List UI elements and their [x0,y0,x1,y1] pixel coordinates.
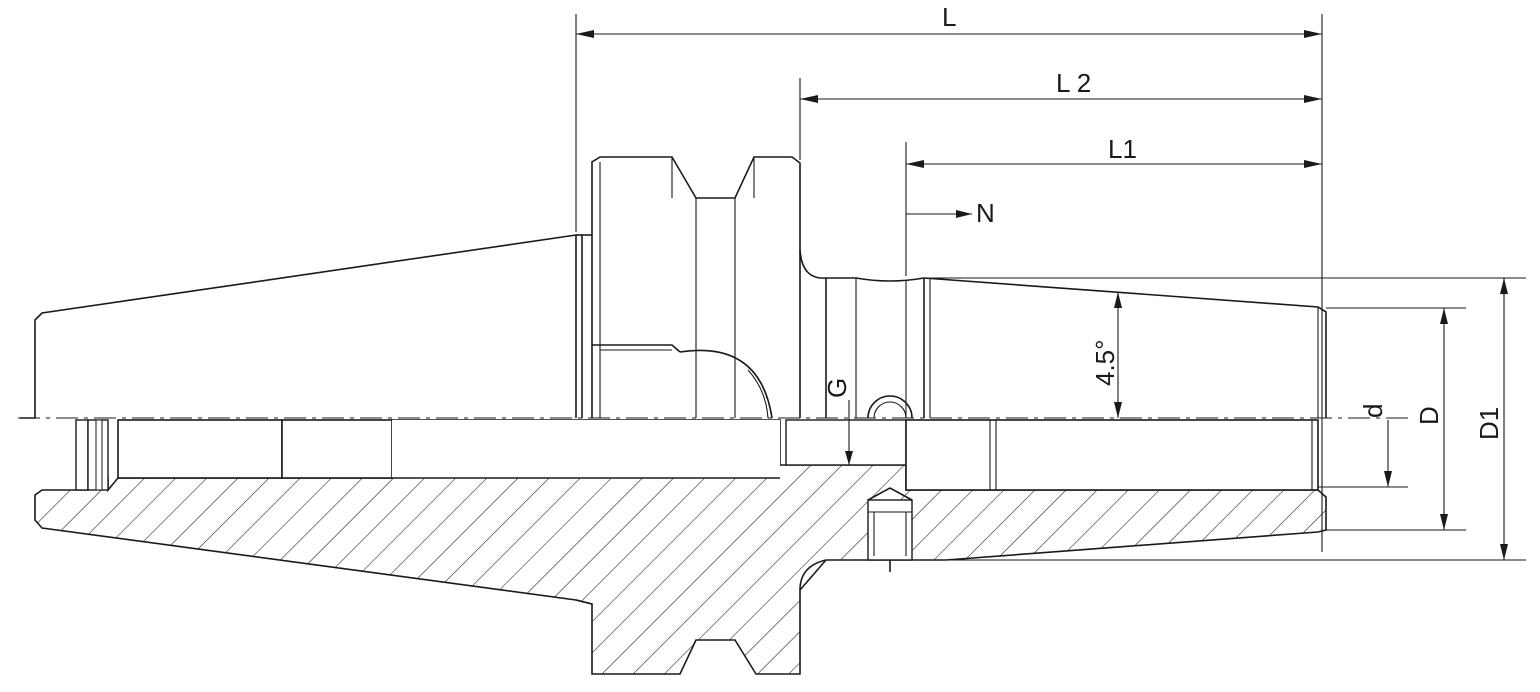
dim-label-L2: L 2 [1056,68,1091,98]
upper-outline [20,156,1327,419]
dim-label-D: D [1414,406,1444,425]
dim-label-angle: 4.5° [1090,339,1120,386]
dim-label-d: d [1358,404,1388,418]
dim-label-L1: L1 [1108,134,1137,164]
dim-label-N: N [976,198,995,228]
dim-label-G: G [822,378,852,398]
lower-section [34,419,1327,675]
dim-label-L: L [942,2,956,32]
dim-label-D1: D1 [1474,407,1504,440]
dimension-lines [575,14,1526,561]
